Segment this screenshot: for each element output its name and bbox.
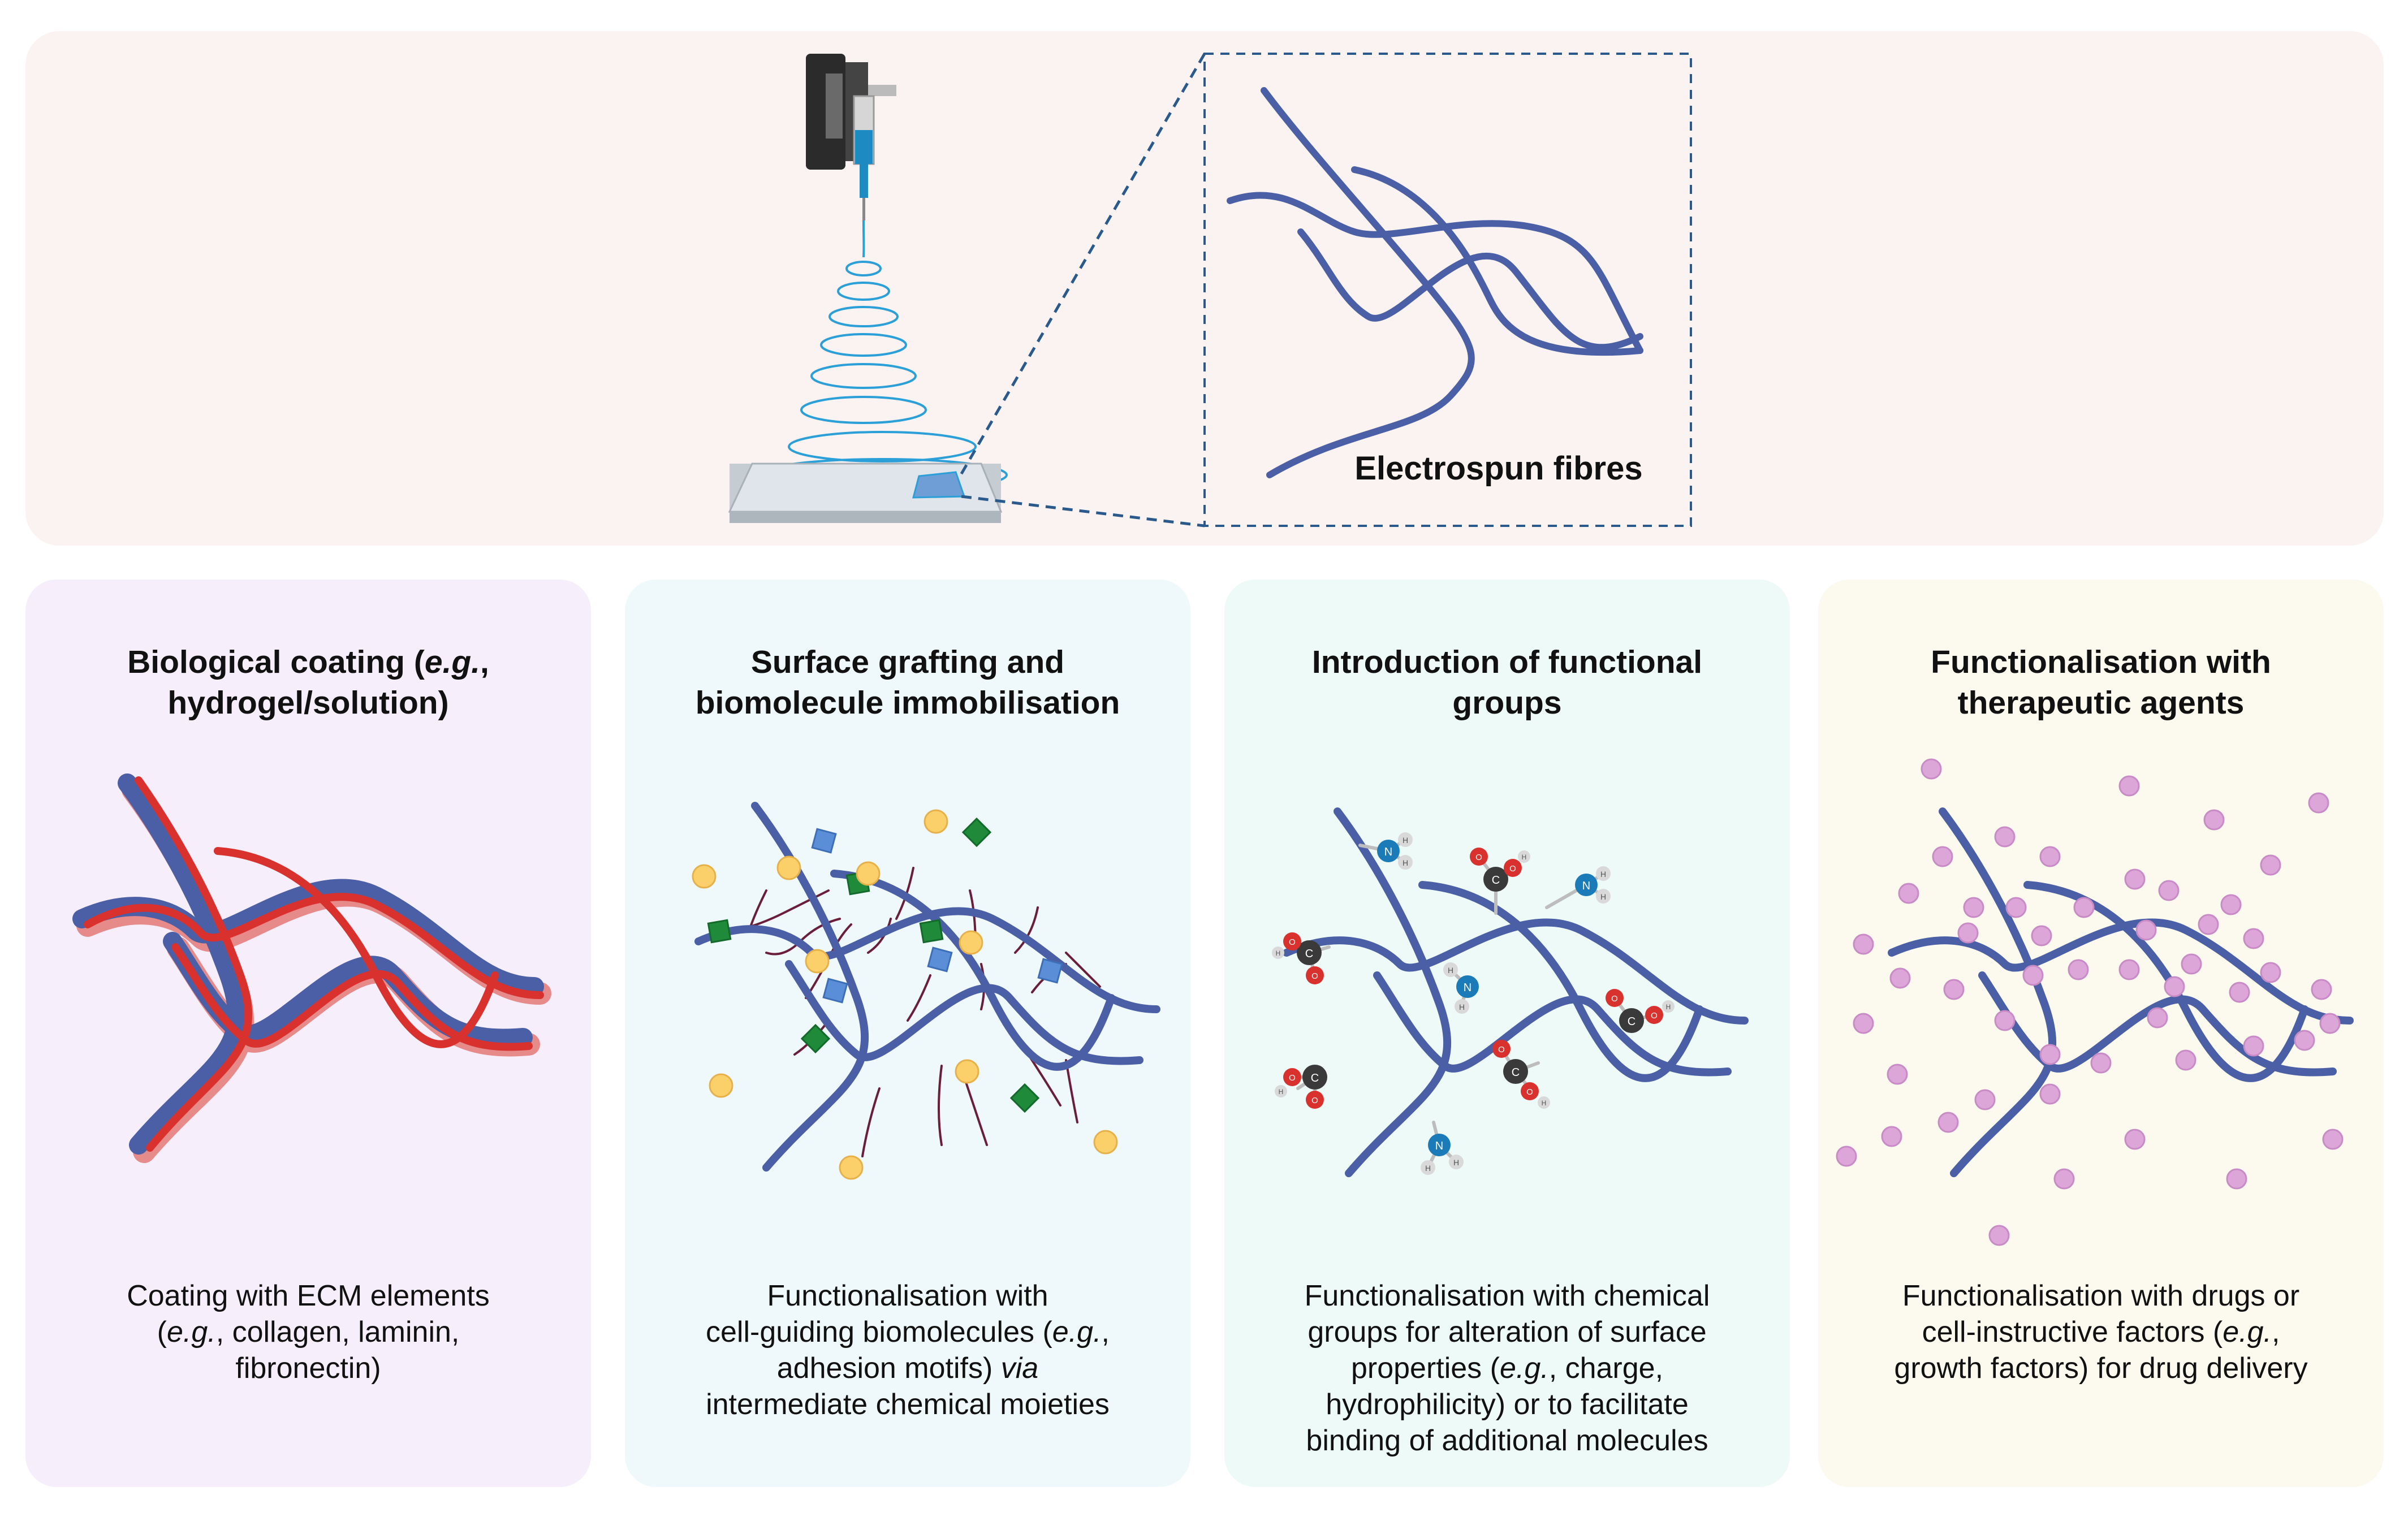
panel-title: Introduction of functional groups	[1311, 644, 1703, 721]
panel-therapeutic-agents: Functionalisation with therapeutic agent…	[1818, 580, 2384, 1487]
svg-text:H: H	[1666, 1003, 1671, 1011]
svg-text:N: N	[1582, 880, 1590, 892]
zoom-label: Electrospun fibres	[1354, 450, 1643, 487]
svg-text:O: O	[1311, 971, 1318, 981]
electrospinning-illustration	[728, 53, 1692, 528]
svg-text:O: O	[1311, 1096, 1318, 1105]
panel-description: Coating with ECM elements (e.g., collage…	[127, 1280, 490, 1385]
svg-text:H: H	[1600, 892, 1606, 901]
svg-text:H: H	[1448, 966, 1453, 975]
svg-text:O: O	[1475, 853, 1482, 862]
svg-text:O: O	[1651, 1011, 1658, 1021]
svg-text:C: C	[1305, 948, 1313, 960]
svg-text:H: H	[1402, 836, 1408, 845]
svg-text:O: O	[1509, 864, 1516, 874]
panel-description: Functionalisation with chemical groups f…	[1304, 1280, 1710, 1457]
panel-title: Surface grafting and biomolecule immobil…	[695, 644, 1120, 721]
svg-text:O: O	[1289, 937, 1296, 947]
svg-text:O: O	[1526, 1087, 1533, 1097]
panel-description: Functionalisation with cell-guiding biom…	[706, 1280, 1110, 1421]
svg-text:O: O	[1611, 994, 1618, 1004]
svg-text:H: H	[1453, 1158, 1459, 1167]
drug-loaded-fibres-icon	[1836, 758, 2354, 1246]
collector-plate-icon	[728, 463, 1003, 523]
zoom-box	[1203, 53, 1692, 527]
spiral-jet-icon	[757, 220, 1008, 492]
zoom-lines	[960, 53, 1206, 528]
panel-description: Functionalisation with drugs or cell-ins…	[1894, 1280, 2308, 1385]
syringe-pump-icon	[806, 54, 896, 221]
svg-text:C: C	[1628, 1015, 1635, 1028]
svg-text:C: C	[1311, 1072, 1319, 1084]
svg-text:H: H	[1459, 1002, 1465, 1012]
svg-text:C: C	[1492, 874, 1500, 887]
svg-text:H: H	[1522, 853, 1527, 861]
grafted-fibres-icon	[692, 802, 1160, 1180]
panel-title: Biological coating (e.g., hydrogel/solut…	[127, 644, 489, 721]
svg-text:N: N	[1435, 1140, 1443, 1152]
svg-text:O: O	[1289, 1073, 1296, 1083]
svg-text:H: H	[1276, 949, 1281, 957]
svg-text:C: C	[1512, 1066, 1520, 1079]
panel-title: Functionalisation with therapeutic agent…	[1931, 644, 2271, 721]
svg-text:N: N	[1384, 846, 1392, 858]
panel-surface-grafting: Surface grafting and biomolecule immobil…	[625, 580, 1190, 1487]
panel-biological-coating: Biological coating (e.g., hydrogel/solut…	[25, 580, 591, 1487]
functionalised-fibres-icon: N H H C O O H N H H C O O H N H H C O O …	[1272, 807, 1749, 1177]
svg-text:N: N	[1464, 982, 1471, 994]
svg-text:H: H	[1542, 1099, 1547, 1107]
svg-text:H: H	[1600, 870, 1606, 879]
svg-text:H: H	[1425, 1164, 1431, 1173]
svg-text:H: H	[1402, 858, 1408, 867]
svg-text:O: O	[1498, 1045, 1505, 1054]
electrospun-fibres-icon	[1227, 87, 1643, 478]
svg-text:H: H	[1279, 1088, 1284, 1096]
panel-functional-groups: Introduction of functional groups	[1224, 580, 1790, 1487]
coated-fibres-icon	[72, 773, 551, 1163]
